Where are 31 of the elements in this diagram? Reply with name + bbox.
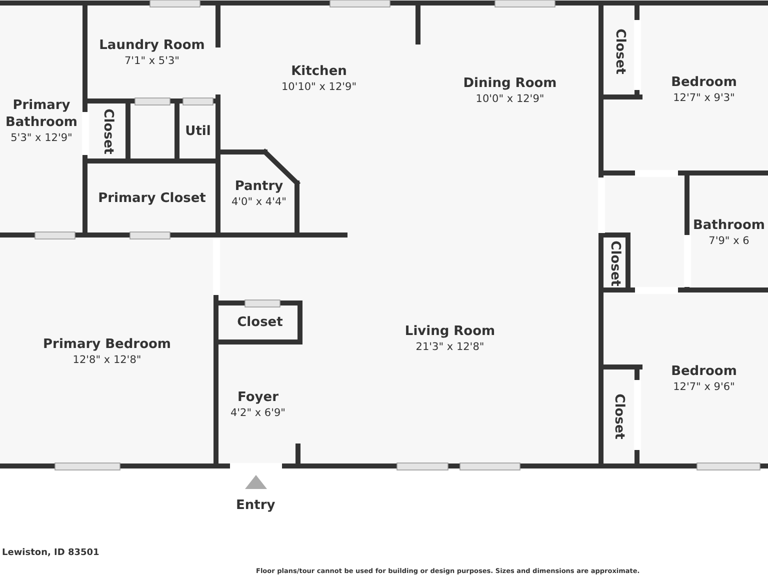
room-dimensions: 4'0" x 4'4" [231,194,287,208]
room-dimensions: 12'8" x 12'8" [72,352,142,366]
room-dimensions: 4'2" x 6'9" [230,406,286,420]
room-dimensions: 10'10" x 12'9" [281,80,357,94]
room-name: Bedroom [671,362,737,380]
room-name: Dining Room [463,75,557,92]
room-name: Bedroom [671,74,737,91]
room-name: Bathroom [693,217,765,234]
room-dimensions: 7'9" x 6 [708,234,750,248]
room-name: Closet [610,394,628,440]
room-dimensions: 12'7" x 9'6" [673,380,735,394]
room-name: Closet [606,240,624,286]
address-text: Lewiston, ID 83501 [2,548,100,558]
room-name: Closet [99,108,116,154]
room-name: Closet [237,314,283,330]
room-dimensions: 12'7" x 9'3" [673,91,735,105]
room-dimensions: 5'3" x 12'9" [10,130,72,144]
room-name: Foyer [238,388,278,406]
room-name: Primary Bathroom [4,96,78,130]
room-name: Closet [612,28,628,74]
entry-label: Entry [236,498,276,513]
room-name: Primary Bedroom [43,336,171,352]
room-dimensions: 21'3" x 12'8" [416,340,484,354]
room-name: Util [185,123,211,140]
room-name: Living Room [404,322,496,340]
room-dimensions: 7'1" x 5'3" [124,54,180,68]
room-dimensions: 10'0" x 12'9" [476,92,544,106]
room-name: Laundry Room [99,36,205,54]
room-name: Primary Closet [98,190,206,206]
room-name: Kitchen [291,62,347,80]
room-name: Pantry [234,178,284,194]
